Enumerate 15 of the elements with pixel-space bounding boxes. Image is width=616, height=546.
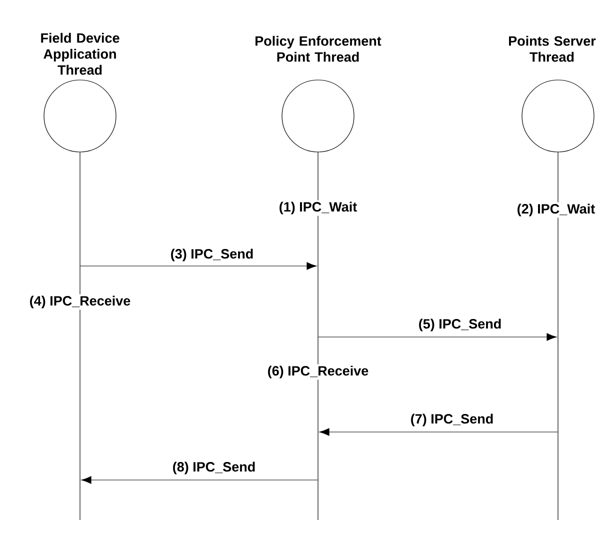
- participant-label: Points Server Thread: [509, 36, 596, 62]
- arrow: [318, 333, 557, 341]
- participant-label: Field Device Application Thread: [41, 32, 120, 75]
- edge-label: (5) IPC_Send: [417, 318, 503, 332]
- lifeline-label: (4) IPC_Receive: [28, 294, 132, 310]
- lifeline-label: (2) IPC_Wait: [515, 202, 597, 218]
- arrow: [319, 428, 558, 436]
- lifeline-label: (1) IPC_Wait: [277, 200, 359, 216]
- edge-label: (3) IPC_Send: [169, 248, 255, 262]
- participant-label: Policy Enforcement Point Thread: [256, 36, 382, 62]
- edge-label: (8) IPC_Send: [171, 460, 257, 476]
- lifeline-label: (6) IPC_Receive: [266, 364, 370, 380]
- edge-label: (7) IPC_Send: [409, 412, 495, 428]
- arrow: [80, 262, 317, 270]
- arrow: [81, 476, 318, 484]
